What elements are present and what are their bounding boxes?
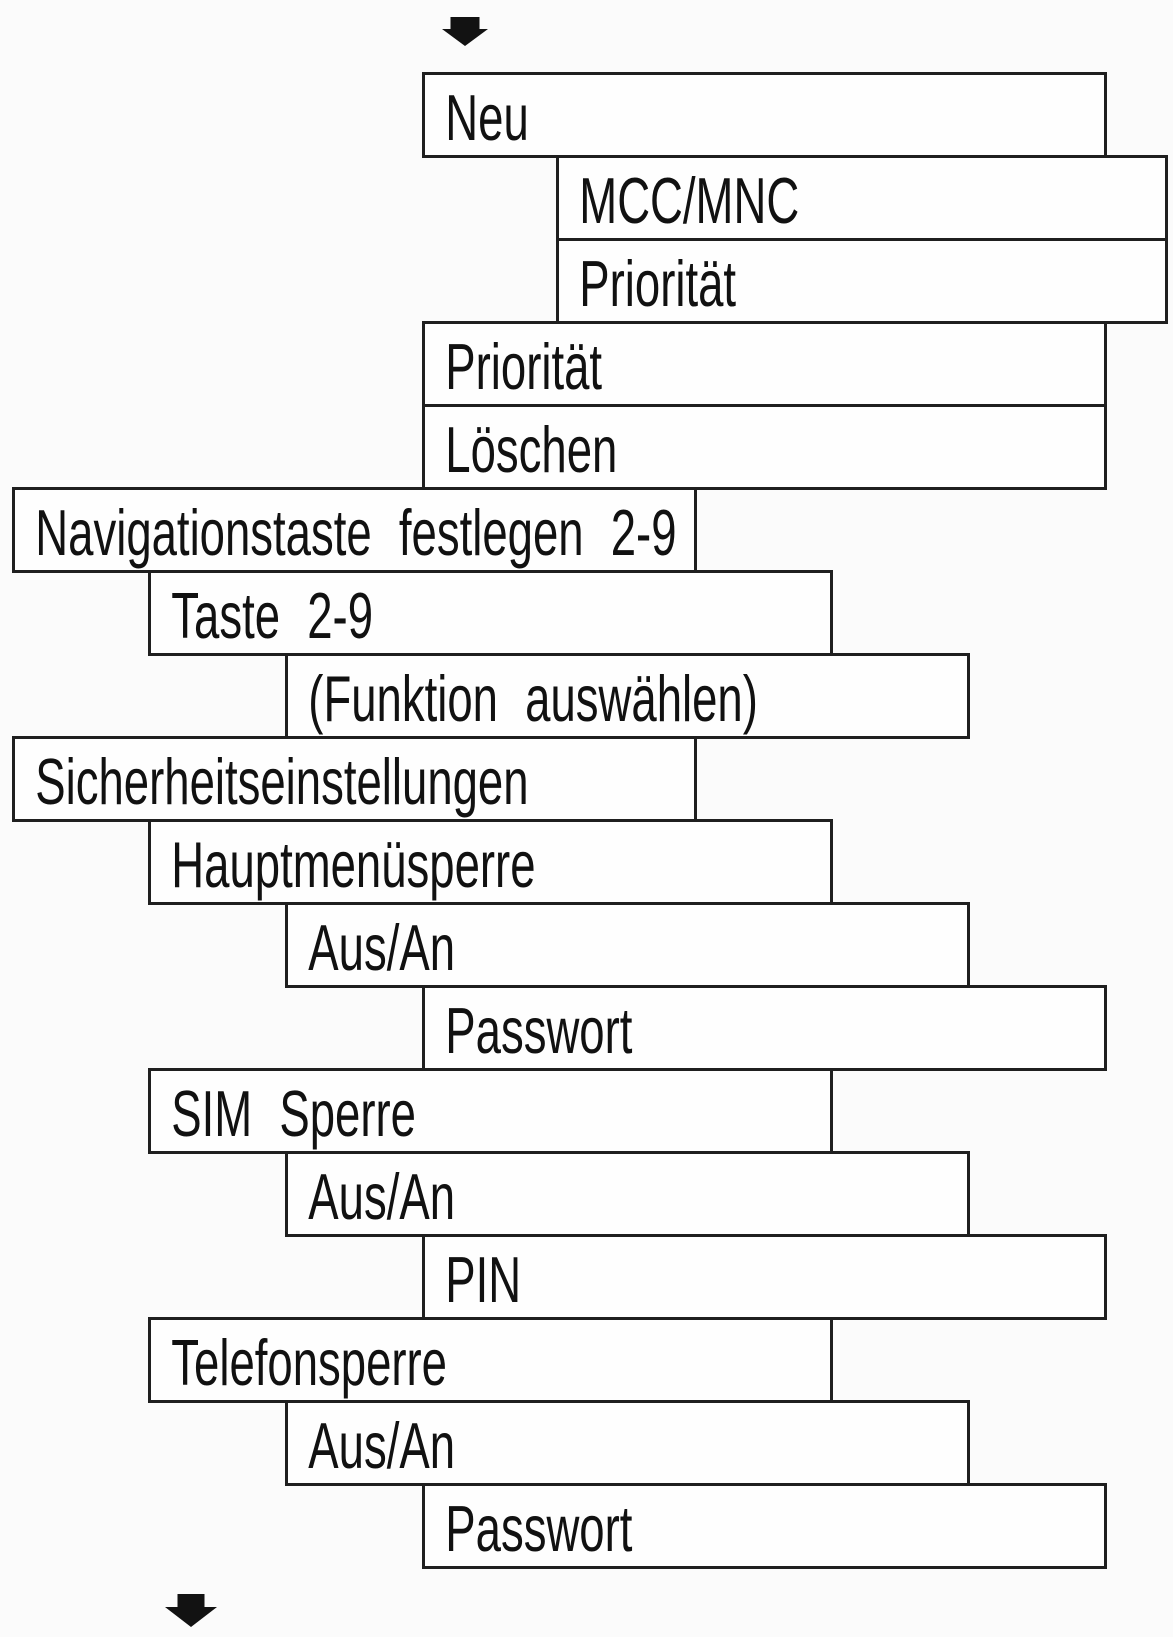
node-label: PIN <box>445 1242 522 1316</box>
node-sicherheitseinstellungen: Sicherheitseinstellungen <box>12 736 697 822</box>
node-aus-an-2: Aus/An <box>285 1151 970 1237</box>
node-label: Priorität <box>445 329 603 403</box>
down-arrow-icon <box>442 17 488 46</box>
node-loeschen: Löschen <box>422 404 1107 490</box>
node-label: Aus/An <box>308 910 456 984</box>
node-label: Hauptmenüsperre <box>171 827 536 901</box>
node-label: Priorität <box>579 246 737 320</box>
node-label: SIM Sperre <box>171 1076 416 1150</box>
down-arrow-icon <box>165 1594 217 1627</box>
node-hauptmenuesperre: Hauptmenüsperre <box>148 819 833 905</box>
node-label: Neu <box>445 80 529 154</box>
node-label: Aus/An <box>308 1159 456 1233</box>
node-label: Aus/An <box>308 1408 456 1482</box>
node-label: Passwort <box>445 1491 633 1565</box>
node-label: Sicherheitseinstellungen <box>35 744 529 818</box>
node-funktion-auswaehlen: (Funktion auswählen) <box>285 653 970 739</box>
node-aus-an-1: Aus/An <box>285 902 970 988</box>
node-neu: Neu <box>422 72 1107 158</box>
node-passwort-1: Passwort <box>422 985 1107 1071</box>
node-aus-an-3: Aus/An <box>285 1400 970 1486</box>
continuation-arrow-top <box>442 17 488 46</box>
node-label: MCC/MNC <box>579 163 800 237</box>
continuation-arrow-bottom <box>165 1594 217 1627</box>
node-label: (Funktion auswählen) <box>308 661 758 735</box>
node-prioritaet-1: Priorität <box>556 238 1168 324</box>
node-pin: PIN <box>422 1234 1107 1320</box>
node-prioritaet-2: Priorität <box>422 321 1107 407</box>
node-taste-2-9: Taste 2-9 <box>148 570 833 656</box>
node-label: Passwort <box>445 993 633 1067</box>
node-telefonsperre: Telefonsperre <box>148 1317 833 1403</box>
node-passwort-2: Passwort <box>422 1483 1107 1569</box>
node-sim-sperre: SIM Sperre <box>148 1068 833 1154</box>
node-mcc-mnc: MCC/MNC <box>556 155 1168 241</box>
node-label: Navigationstaste festlegen 2-9 <box>35 495 677 569</box>
node-navigationstaste-festlegen: Navigationstaste festlegen 2-9 <box>12 487 697 573</box>
node-label: Löschen <box>445 412 618 486</box>
node-label: Taste 2-9 <box>171 578 374 652</box>
node-label: Telefonsperre <box>171 1325 447 1399</box>
